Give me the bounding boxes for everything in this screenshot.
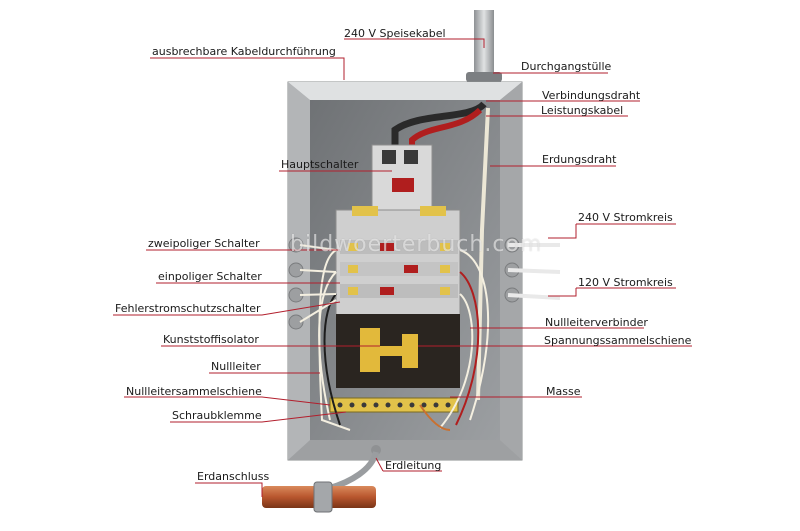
label-erdleitung: Erdleitung bbox=[385, 459, 442, 472]
label-240v-speisekabel: 240 V Speisekabel bbox=[344, 27, 446, 40]
insulator-busbar bbox=[336, 314, 460, 388]
leader-erdleitung-1 bbox=[375, 457, 384, 472]
leader-fehlerstrom bbox=[113, 301, 341, 316]
label-fehlerstromschutzschalter: Fehlerstromschutzschalter bbox=[115, 302, 261, 315]
leader-stromkreis240-1 bbox=[548, 224, 577, 239]
leader-erdanschluss bbox=[195, 482, 263, 497]
label-120v-stromkreis: 120 V Stromkreis bbox=[578, 276, 673, 289]
leader-speisekabel bbox=[344, 38, 485, 48]
label-nullleitersammelschiene: Nullleitersammelschiene bbox=[126, 385, 262, 398]
label-einpoliger-schalter: einpoliger Schalter bbox=[158, 270, 262, 283]
label-leistungskabel: Leistungskabel bbox=[541, 104, 624, 117]
label-durchgangstuelle: Durchgangstülle bbox=[521, 60, 612, 73]
label-kunststoffisolator: Kunststoffisolator bbox=[163, 333, 259, 346]
label-spannungssammelschiene: Spannungssammelschiene bbox=[544, 334, 692, 347]
label-zweipoliger-schalter: zweipoliger Schalter bbox=[148, 237, 260, 250]
breaker-stack bbox=[335, 206, 461, 317]
service-cables bbox=[391, 101, 490, 401]
ground-assembly bbox=[262, 451, 379, 513]
main-breaker bbox=[371, 144, 433, 218]
label-erdanschluss: Erdanschluss bbox=[197, 470, 270, 483]
label-schraubklemme: Schraubklemme bbox=[172, 409, 262, 422]
label-hauptschalter: Hauptschalter bbox=[281, 158, 359, 171]
label-erdungsdraht: Erdungsdraht bbox=[542, 153, 617, 166]
leader-nullleiterschiene bbox=[124, 396, 331, 406]
label-240v-stromkreis: 240 V Stromkreis bbox=[578, 211, 673, 224]
leader-stromkreis120-1 bbox=[548, 288, 577, 297]
leader-schraubklemme bbox=[170, 411, 347, 423]
label-masse: Masse bbox=[546, 385, 581, 398]
label-verbindungsdraht: Verbindungsdraht bbox=[542, 89, 641, 102]
label-nullleiter: Nullleiter bbox=[211, 360, 261, 373]
neutral-bar bbox=[329, 397, 459, 413]
leader-kabeldurchfuehrung bbox=[150, 57, 345, 80]
leader-lines bbox=[113, 38, 692, 497]
branch-wires bbox=[299, 243, 561, 431]
label-nullleiterverbinder: Nullleiterverbinder bbox=[545, 316, 648, 329]
watermark: bildwoerterbuch.com bbox=[290, 232, 543, 257]
label-kabeldurchfuehrung: ausbrechbare Kabeldurchführung bbox=[152, 45, 336, 58]
